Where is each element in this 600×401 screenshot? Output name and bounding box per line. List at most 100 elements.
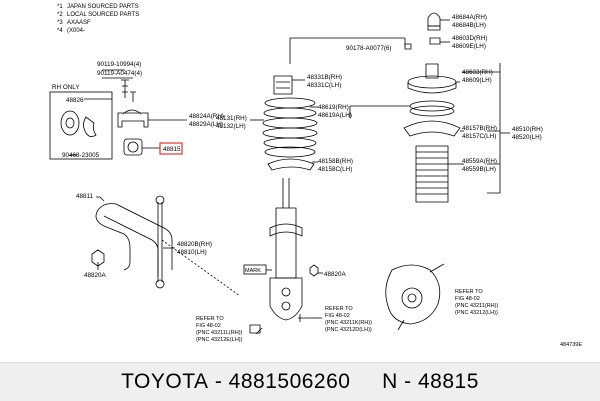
label-48158-lh: 48158C(LH) <box>318 166 352 173</box>
rh-only-box <box>49 91 113 160</box>
label-48820a-right: 48820A <box>324 271 347 278</box>
footer-ref-code: 48815 <box>417 370 479 393</box>
bushing-48815 <box>123 138 143 156</box>
label-48603-rh: 48603D(RH) <box>452 35 487 42</box>
legend-marker-3: *3 <box>57 20 63 26</box>
label-48811: 48811 <box>76 193 94 200</box>
ref-left-4: (PNC 43212E(LH)) <box>196 337 243 343</box>
ref-right-1: REFER TO <box>455 289 483 295</box>
label-48510: 48510(RH) <box>512 126 543 133</box>
ref-notes: REFER TO FIG 48-02 (PNC 43211L(RH)) (PNC… <box>196 289 498 343</box>
label-48810: 48810(LH) <box>177 249 207 256</box>
label-48520: 48520(LH) <box>512 134 542 141</box>
label-48826: 48826 <box>66 97 84 104</box>
parts-diagram: *1 JAPAN SOURCED PARTS *2 LOCAL SOURCED … <box>49 4 582 348</box>
strut-group <box>243 75 323 335</box>
ref-right-4: (PNC 43212(LH)) <box>455 310 498 316</box>
ref-right-3: (PNC 43211(RH)) <box>455 303 498 309</box>
label-48157-lh: 48157C(LH) <box>462 133 496 140</box>
label-48559-lh: 48559B(LH) <box>462 166 496 173</box>
right-labels: 90178-A0077(6) 48684A(RH) 48684B(LH) 486… <box>346 14 543 173</box>
label-48603b: 48603(RH) <box>462 69 493 76</box>
nut-48820a-left <box>91 249 105 267</box>
ref-left-3: (PNC 43211L(RH)) <box>196 330 243 336</box>
bolt-90119-a <box>121 79 129 98</box>
legend-marker-2: *2 <box>57 12 63 18</box>
footer-brand: TOYOTA <box>121 370 209 393</box>
highlight-box-48815 <box>159 142 183 155</box>
label-90119-a: 90119-10994(4) <box>97 61 141 68</box>
legend-marker-1: *1 <box>57 4 63 10</box>
label-48609b: 48609(LH) <box>462 77 492 84</box>
label-48820a-left: 48820A <box>84 272 107 279</box>
bushing-bracket-48824 <box>117 112 149 128</box>
label-48559-rh: 48559A(RH) <box>462 158 497 165</box>
label-90178: 90178-A0077(6) <box>346 45 392 52</box>
nut-90178 <box>404 43 412 50</box>
upper-seat-48157 <box>403 120 461 137</box>
bolt-mid <box>298 314 312 322</box>
ref-right-2: FIG 48-02 <box>455 296 480 302</box>
stabilizer-group <box>49 69 241 297</box>
label-48131: 48131(RH) <box>216 115 247 122</box>
label-48684-rh: 48684A(RH) <box>452 14 487 21</box>
footer-gap <box>350 370 382 394</box>
strut-bracket <box>269 277 303 321</box>
label-48331-lh: 48331C(LH) <box>307 82 341 89</box>
stabilizer-bar-48811 <box>95 203 173 271</box>
label-48619-lh: 48619A(LH) <box>318 112 352 119</box>
label-48158-rh: 48158B(RH) <box>318 158 353 165</box>
nut-48820a-right <box>309 264 319 277</box>
footer-ref-label: N - <box>382 370 418 393</box>
label-48820b: 48820B(RH) <box>177 241 212 248</box>
ref-mid-3: (PNC 43211K(RH)) <box>325 320 372 326</box>
bracket-48826-part <box>60 110 80 136</box>
label-48824: 48824A(RH) <box>189 113 224 120</box>
bump-stop-48331 <box>273 75 293 95</box>
upper-mount-group <box>289 12 510 203</box>
mark-label: MARK <box>245 268 261 274</box>
label-48331-rh: 48331B(RH) <box>307 74 342 81</box>
clip-part <box>83 116 97 137</box>
label-48157-rh: 48157B(RH) <box>462 125 497 132</box>
label-48132: 48132(LH) <box>216 123 246 130</box>
ref-mid-1: REFER TO <box>325 306 353 312</box>
steering-knuckle <box>385 263 445 331</box>
bolt-90119-b <box>130 91 136 102</box>
label-48815: 48815 <box>163 146 181 153</box>
legend-text-2: LOCAL SOURCED PARTS <box>67 12 139 18</box>
ref-mid-2: FIG 48-02 <box>325 313 350 319</box>
ref-left-1: REFER TO <box>196 316 224 322</box>
legend-text-4: (X004- <box>67 28 85 34</box>
strut-body <box>275 207 297 279</box>
dust-boot-48157 <box>415 145 449 203</box>
label-90119-b: 90119-A0474(4) <box>97 70 142 77</box>
middle-labels: 48331B(RH) 48331C(LH) 48131(RH) 48132(LH… <box>216 74 353 278</box>
spring-seat <box>269 223 303 237</box>
left-labels: RH ONLY 48826 90119-10994(4) 90119-A0474… <box>52 61 224 279</box>
footer-separator: - <box>208 370 229 393</box>
strut-rod <box>282 178 290 208</box>
diagram-id: 484739E <box>560 342 582 348</box>
footer-part-number: 4881506260 <box>228 370 351 393</box>
stabilizer-link <box>157 202 163 282</box>
nut-bottom <box>249 324 261 334</box>
legend-text-1: JAPAN SOURCED PARTS <box>67 4 139 10</box>
label-90468: 90468-23005 <box>62 152 100 159</box>
ref-left-2: FIG 48-02 <box>196 323 221 329</box>
part-number-footer: TOYOTA - 4881506260 N - 48815 <box>0 362 600 401</box>
lower-insulator-48158 <box>267 158 315 171</box>
label-48619-rh: 48619(RH) <box>318 104 349 111</box>
nut-48603 <box>429 37 441 45</box>
legend-text-3: AXAASF <box>67 20 91 26</box>
legend-marker-4: *4 <box>57 28 63 34</box>
label-48609-lh: 48609E(LH) <box>452 43 486 50</box>
legend: *1 JAPAN SOURCED PARTS *2 LOCAL SOURCED … <box>57 4 139 34</box>
coil-spring-48131 <box>262 97 318 158</box>
rh-only-label: RH ONLY <box>52 84 80 91</box>
mark-box <box>243 264 267 275</box>
label-48829: 48829A(LH) <box>189 121 223 128</box>
label-48684-lh: 48684B(LH) <box>452 22 486 29</box>
cap-48684 <box>427 12 441 27</box>
ref-mid-4: (PNC 43212D(LH)) <box>325 327 372 333</box>
